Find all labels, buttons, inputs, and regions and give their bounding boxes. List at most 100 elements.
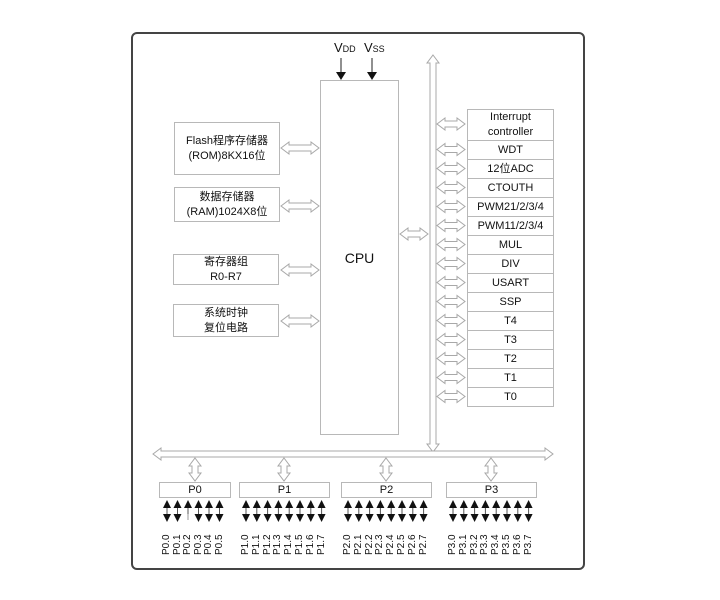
pin-up-arrow bbox=[398, 500, 406, 508]
pin-label: P2.6 bbox=[406, 534, 418, 555]
pin-down-arrow bbox=[513, 514, 522, 522]
pin-label: P3.6 bbox=[511, 534, 523, 555]
pin-down-arrow bbox=[306, 514, 315, 522]
pin-down-arrow bbox=[470, 514, 479, 522]
peripheral-pwm11-2-3-4: PWM11/2/3/4 bbox=[467, 216, 554, 236]
port-p0: P0 bbox=[159, 482, 231, 498]
port-p2: P2 bbox=[341, 482, 432, 498]
pin-down-arrow bbox=[481, 514, 490, 522]
pin-label: P1.7 bbox=[315, 534, 327, 555]
pin-down-arrow bbox=[354, 514, 363, 522]
peripheral-label: Interrupt bbox=[490, 111, 531, 123]
peripheral-bus-arrow bbox=[436, 275, 466, 290]
ram-bus-arrow bbox=[280, 199, 320, 213]
pin-down-arrow bbox=[173, 514, 182, 522]
pin-up-arrow bbox=[470, 500, 479, 508]
pin-down-arrow bbox=[242, 514, 250, 522]
peripheral-pwm21-2-3-4: PWM21/2/3/4 bbox=[467, 197, 554, 217]
pin-up-arrow bbox=[344, 500, 352, 508]
pin-up-arrow bbox=[296, 500, 304, 508]
pin-up-arrow bbox=[215, 500, 224, 508]
register-bank-line2: R0-R7 bbox=[210, 270, 242, 283]
cpu-block: CPU bbox=[320, 80, 399, 435]
peripheral-bus-arrow bbox=[436, 180, 466, 195]
vss-main: V bbox=[364, 40, 373, 55]
pin-label: P1.1 bbox=[250, 534, 262, 555]
peripheral-bus-arrow bbox=[436, 161, 466, 176]
pin-down-arrow bbox=[344, 514, 352, 522]
peripheral-wdt: WDT bbox=[467, 140, 554, 160]
pin-label: P2.5 bbox=[396, 534, 407, 555]
pin-down-arrow bbox=[459, 514, 468, 522]
pin-label: P2.4 bbox=[385, 534, 397, 555]
pin-down-arrow bbox=[449, 514, 457, 522]
pin-up-arrow bbox=[449, 500, 457, 508]
port-label: P3 bbox=[484, 483, 499, 496]
diagram-frame bbox=[131, 32, 585, 570]
pin-label: P3.7 bbox=[522, 534, 534, 555]
pin-down-arrow bbox=[252, 514, 261, 522]
pin-label: P0.2 bbox=[182, 534, 193, 555]
vdd-sub: DD bbox=[342, 44, 356, 54]
peripheral-label: SSP bbox=[499, 295, 522, 308]
port-p1: P1 bbox=[239, 482, 330, 498]
vdd-main: V bbox=[334, 40, 343, 55]
peripheral-bus-arrow bbox=[436, 218, 466, 233]
pin-up-arrow bbox=[376, 500, 385, 508]
clock-bus-arrow bbox=[280, 314, 320, 328]
ram-line1: 数据存储器 bbox=[199, 190, 255, 203]
peripheral-label: MUL bbox=[498, 238, 523, 251]
pin-down-arrow bbox=[365, 514, 374, 522]
peripheral-label: CTOUTH bbox=[487, 181, 534, 194]
pin-down-arrow bbox=[263, 514, 272, 522]
peripheral-bus-arrow bbox=[436, 199, 466, 214]
pin-up-arrow bbox=[242, 500, 250, 508]
pin-up-arrow bbox=[492, 500, 501, 508]
peripheral-label: T0 bbox=[504, 390, 517, 403]
main-vertical-bus bbox=[426, 54, 440, 453]
flash-bus-arrow bbox=[280, 141, 320, 155]
pin-up-arrow bbox=[263, 500, 272, 508]
peripheral-bus-arrow bbox=[436, 142, 466, 157]
peripheral-bus-arrow bbox=[436, 294, 466, 309]
peripheral-t0: T0 bbox=[467, 387, 554, 407]
port-label: P2 bbox=[379, 483, 394, 496]
peripheral-bus-arrow bbox=[436, 237, 466, 252]
pin-label: P3.3 bbox=[479, 534, 491, 555]
pin-up-arrow bbox=[184, 500, 192, 508]
pin-label: P3.4 bbox=[490, 534, 502, 555]
pin-down-arrow bbox=[194, 514, 203, 522]
peripheral-label: T4 bbox=[504, 314, 517, 327]
pin-up-arrow bbox=[317, 500, 326, 508]
pin-down-arrow bbox=[274, 514, 283, 522]
peripheral-t3: T3 bbox=[467, 330, 554, 350]
ram-block: 数据存储器 (RAM)1024X8位 bbox=[174, 187, 280, 222]
pin-label: P1.6 bbox=[304, 534, 316, 555]
peripheral-label: PWM21/2/3/4 bbox=[477, 200, 544, 213]
pin-down-arrow bbox=[408, 514, 417, 522]
cpu-label: CPU bbox=[344, 250, 375, 266]
port-bus-arrow-p2 bbox=[379, 457, 393, 482]
pin-up-arrow bbox=[274, 500, 283, 508]
clock-reset-line1: 系统时钟 bbox=[204, 306, 248, 319]
pin-label: P0.5 bbox=[213, 534, 225, 555]
vss-arrow-head bbox=[367, 72, 377, 80]
pin-down-arrow bbox=[285, 514, 294, 522]
pin-label: P1.4 bbox=[283, 534, 295, 555]
pin-label: P1.0 bbox=[240, 534, 251, 555]
pin-up-arrow bbox=[306, 500, 315, 508]
peripheral-label: T1 bbox=[504, 371, 517, 384]
pin-up-arrow bbox=[408, 500, 417, 508]
pin-label: P3.5 bbox=[501, 534, 512, 555]
pin-down-arrow bbox=[398, 514, 406, 522]
pin-down-arrow bbox=[317, 514, 326, 522]
vdd-arrow-head bbox=[336, 72, 346, 80]
pin-down-arrow bbox=[163, 514, 171, 522]
register-bank-line1: 寄存器组 bbox=[204, 255, 248, 268]
peripheral-ssp: SSP bbox=[467, 292, 554, 312]
pin-label: P3.0 bbox=[447, 534, 458, 555]
port-horizontal-bus bbox=[152, 447, 554, 461]
pin-down-arrow bbox=[296, 514, 304, 522]
pin-down-arrow bbox=[215, 514, 224, 522]
